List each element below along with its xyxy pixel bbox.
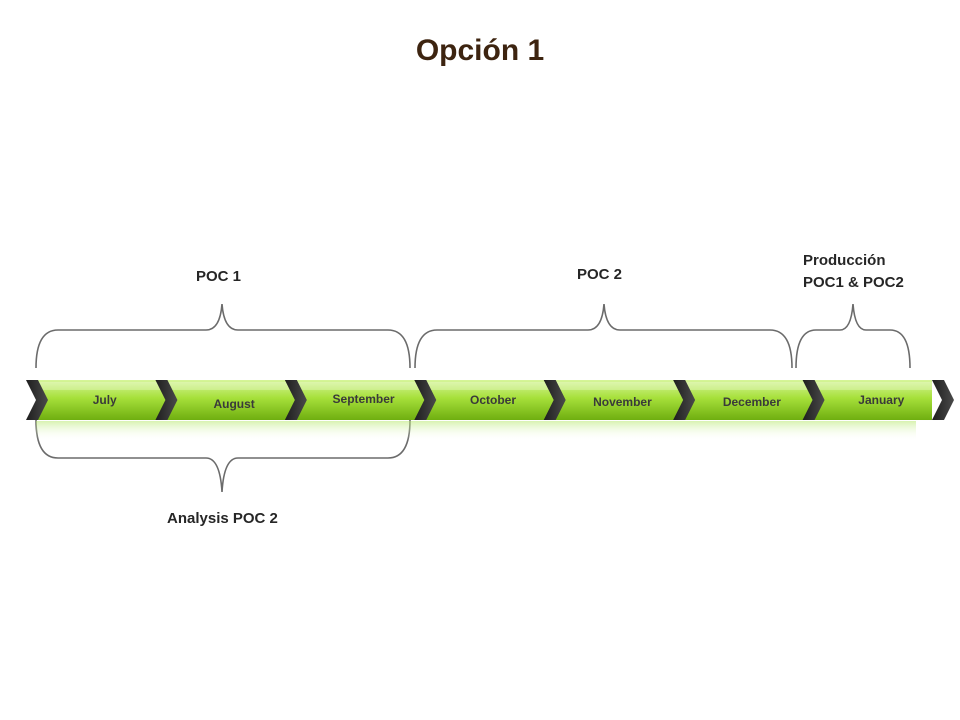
bracket-poc2: [414, 303, 793, 369]
month-label-july: July: [93, 393, 117, 407]
timeline-body: [38, 380, 932, 420]
timeline-divider-chevron: [284, 380, 307, 420]
timeline-divider-chevron: [155, 380, 178, 420]
timeline-divider-chevron: [673, 380, 696, 420]
timeline-bar: July August September October November Decemb…: [26, 380, 954, 420]
timeline-highlight: [38, 382, 932, 390]
timeline-divider-chevron: [414, 380, 437, 420]
month-label-january: January: [858, 393, 904, 407]
poc2-label: POC 2: [577, 266, 623, 283]
timeline-divider-chevron: [802, 380, 825, 420]
bracket-produccion: [795, 303, 911, 369]
month-label-august: August: [213, 397, 254, 411]
timeline-reflection: [36, 421, 916, 441]
timeline-end-chevron: [932, 380, 954, 420]
timeline-divider-chevron: [543, 380, 566, 420]
page-title: Opción 1: [415, 34, 545, 67]
timeline-start-chevron: [26, 380, 48, 420]
bracket-analysis-poc2: [35, 419, 411, 493]
month-label-september: September: [333, 392, 395, 406]
analysis-poc2-label: Analysis POC 2: [167, 510, 278, 527]
bracket-poc1: [35, 303, 411, 369]
produccion-label-line2: POC1 & POC2: [803, 274, 904, 291]
produccion-label: Producción POC1 & POC2: [803, 250, 904, 294]
produccion-label-line1: Producción: [803, 252, 886, 269]
month-label-november: November: [593, 395, 652, 409]
month-label-october: October: [470, 393, 516, 407]
poc1-label: POC 1: [196, 268, 242, 285]
month-label-december: December: [723, 395, 781, 409]
